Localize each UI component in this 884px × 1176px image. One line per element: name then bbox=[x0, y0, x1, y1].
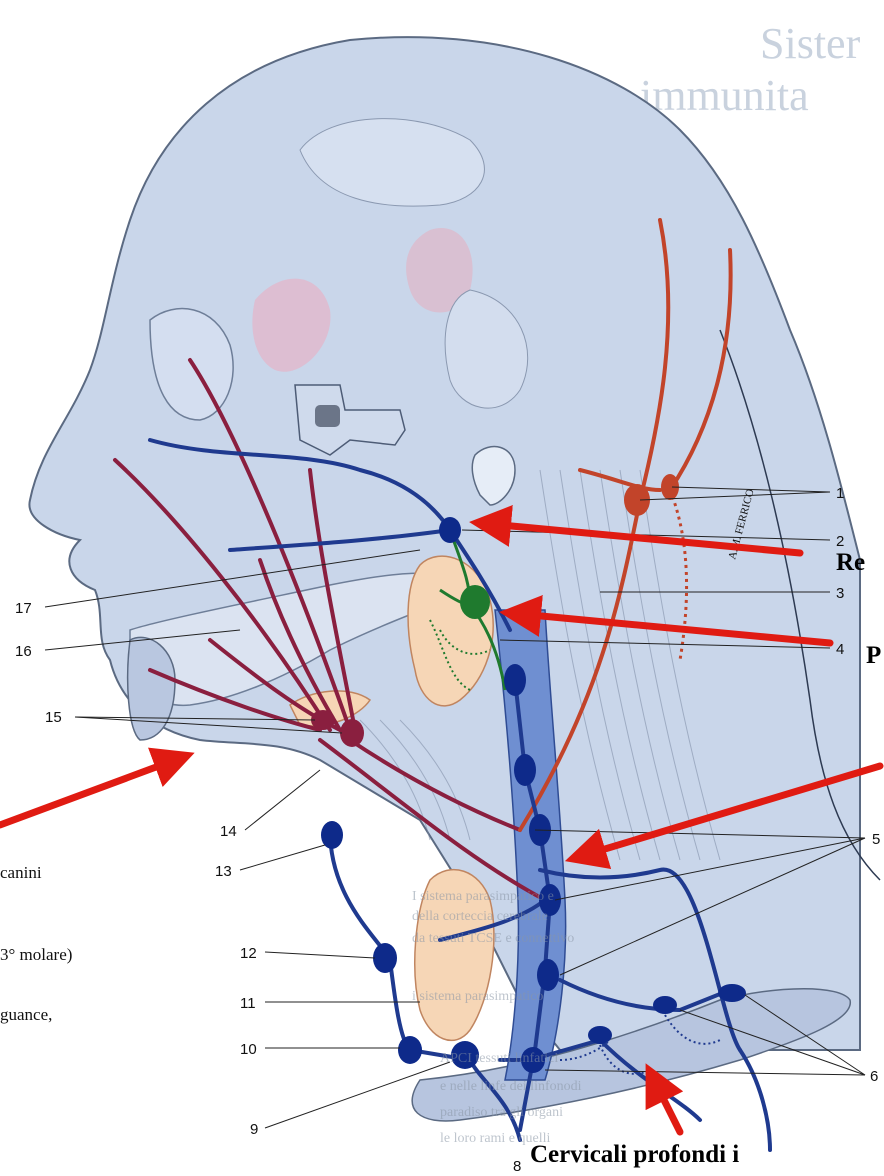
background-text-line-7: paradiso tra gli organi bbox=[440, 1105, 563, 1120]
label-number-6: 6 bbox=[870, 1068, 878, 1085]
label-number-1: 1 bbox=[836, 485, 844, 502]
jugular-node-5 bbox=[537, 959, 559, 991]
supraclavicular-node-1 bbox=[588, 1026, 612, 1044]
left-text-line-3: guance, bbox=[0, 1005, 52, 1024]
callout-label-right-4: P bbox=[866, 642, 881, 669]
left-text-line-2: 3° molare) bbox=[0, 945, 72, 964]
label-number-9: 9 bbox=[250, 1121, 258, 1138]
background-text-line-4: i sistema parasimpatico bbox=[412, 989, 543, 1004]
anterior-cervical-node-1 bbox=[373, 943, 397, 973]
background-text-line-3: da tessuti TCSE e connettivo bbox=[412, 931, 574, 946]
label-number-11: 11 bbox=[240, 995, 256, 1012]
background-text-line-1: I sistema parasimpatico e bbox=[412, 889, 554, 904]
zygomatic-foramen bbox=[315, 405, 340, 427]
label-number-16: 16 bbox=[15, 643, 32, 660]
jugular-node-2 bbox=[514, 754, 536, 786]
background-text-line-6: e nelle linfe dei linfonodi bbox=[440, 1079, 582, 1094]
background-text-line-2: della corteccia cerebrale bbox=[412, 909, 548, 924]
background-title-line-1: Sister bbox=[760, 19, 861, 68]
supraclavicular-node-3 bbox=[718, 984, 746, 1002]
label-number-15: 15 bbox=[45, 709, 62, 726]
label-number-10: 10 bbox=[240, 1041, 257, 1058]
background-title-line-2: immunita bbox=[640, 71, 809, 120]
label-number-8: 8 bbox=[513, 1158, 521, 1175]
label-number-17: 17 bbox=[15, 600, 32, 617]
label-number-12: 12 bbox=[240, 945, 257, 962]
parotid-node bbox=[460, 585, 490, 619]
submandibular-node-2 bbox=[340, 719, 364, 747]
preauricular-node bbox=[439, 517, 461, 543]
callout-label-bottom: Cervicali profondi i bbox=[530, 1141, 739, 1168]
supraclavicular-node-2 bbox=[653, 996, 677, 1014]
background-text-line-8: le loro rami e quelli bbox=[440, 1131, 551, 1146]
callout-label-right-2: Re bbox=[836, 549, 865, 576]
jugular-node-1 bbox=[504, 664, 526, 696]
left-text-line-1: canini bbox=[0, 863, 42, 882]
label-number-5: 5 bbox=[872, 831, 880, 848]
label-number-13: 13 bbox=[215, 863, 232, 880]
label-number-4: 4 bbox=[836, 641, 844, 658]
label-number-14: 14 bbox=[220, 823, 237, 840]
label-number-3: 3 bbox=[836, 585, 844, 602]
background-text-line-5: APCI tessuti linfatici bbox=[440, 1051, 558, 1066]
label-number-2: 2 bbox=[836, 533, 844, 550]
anterior-cervical-node-2 bbox=[398, 1036, 422, 1064]
